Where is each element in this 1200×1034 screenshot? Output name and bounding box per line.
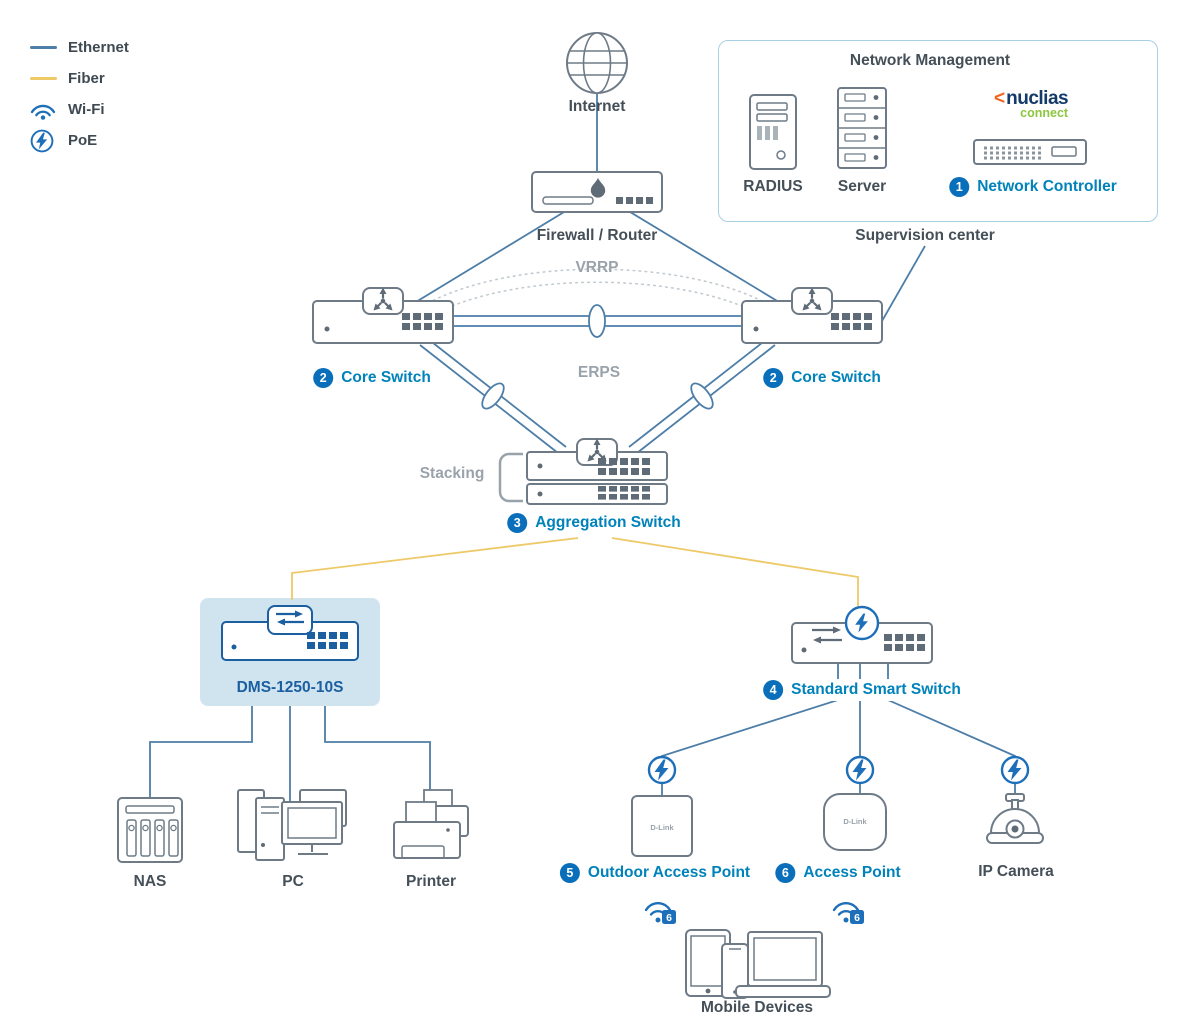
- printer-label: Printer: [406, 873, 456, 890]
- stacking-bracket: [498, 452, 523, 503]
- flame-icon: [590, 178, 606, 198]
- wifi-icon: [30, 100, 58, 120]
- ethernet-line-swatch: [30, 46, 58, 49]
- wifi6-badge-number: 6: [854, 912, 860, 924]
- duplex-arrows-icon: [276, 610, 304, 626]
- devices-layer: D-Link D-Link: [117, 32, 1087, 999]
- dms-1250-10s-label: DMS-1250-10S: [236, 679, 344, 696]
- pc-device: [237, 789, 347, 861]
- pc-label: PC: [282, 873, 304, 890]
- fiber-links: [291, 537, 859, 621]
- core-switch-left-label: 2 Core Switch: [308, 367, 436, 389]
- legend-label: PoE: [68, 132, 98, 149]
- core-switch-left-device: [312, 288, 454, 344]
- duplex-arrows-icon: [812, 626, 842, 644]
- mobile-devices: [685, 929, 831, 999]
- poe-icon: [647, 755, 677, 785]
- poe-icon: [30, 129, 58, 153]
- dlink-brand-text: D-Link: [650, 823, 674, 832]
- legend-label: Wi-Fi: [68, 101, 105, 118]
- access-point-label: 6 Access Point: [770, 862, 906, 884]
- nuclias-logo: < nuclias connect: [994, 88, 1069, 120]
- nuclias-chevron-icon: <: [994, 88, 1006, 109]
- step-badge-5: 5: [559, 863, 580, 883]
- stacking-label: Stacking: [419, 465, 485, 482]
- poe-icon: [845, 755, 875, 785]
- wifi6-badge-number: 6: [666, 912, 672, 924]
- supervision-center-label: Supervision center: [855, 227, 995, 244]
- legend-label: Ethernet: [68, 39, 129, 56]
- legend-item-wifi: Wi-Fi: [30, 98, 129, 121]
- legend-item-poe: PoE: [30, 129, 129, 152]
- erps-label: ERPS: [577, 364, 621, 381]
- firewall-router-device: [531, 171, 663, 213]
- server-device: [837, 87, 887, 169]
- outdoor-access-point-device: D-Link: [631, 795, 693, 857]
- legend-label: Fiber: [68, 70, 105, 87]
- step-badge-3: 3: [507, 513, 528, 533]
- server-label: Server: [837, 178, 887, 195]
- aggregation-switch-label: 3 Aggregation Switch: [502, 512, 686, 534]
- dms-1250-10s-device: [221, 605, 359, 661]
- ip-camera-label: IP Camera: [978, 863, 1054, 880]
- fiber-line-swatch: [30, 77, 58, 80]
- internet-label: Internet: [568, 98, 626, 115]
- network-controller-device: [973, 139, 1087, 165]
- lag-ellipses: [481, 304, 714, 410]
- ip-camera-device: [986, 793, 1044, 844]
- network-controller-label: 1 Network Controller: [944, 176, 1122, 198]
- core-switch-right-label: 2 Core Switch: [758, 367, 886, 389]
- radius-server-device: [749, 94, 797, 170]
- vrrp-label: VRRP: [575, 259, 619, 276]
- mobile-devices-label: Mobile Devices: [701, 999, 813, 1016]
- smart-switch-device: [791, 605, 933, 664]
- step-badge-2: 2: [313, 368, 334, 388]
- aggregation-switch-device: [498, 439, 668, 505]
- network-management-title: Network Management: [849, 52, 1011, 69]
- step-badge-4: 4: [763, 680, 784, 700]
- wifi6-badge-outdoor: 6: [644, 902, 676, 924]
- core-switch-right-device: [741, 288, 883, 344]
- smart-switch-label: 4 Standard Smart Switch: [758, 679, 966, 701]
- firewall-router-label: Firewall / Router: [536, 227, 658, 244]
- nas-label: NAS: [133, 873, 167, 890]
- access-point-device: D-Link: [823, 793, 887, 851]
- poe-icon: [1000, 755, 1030, 785]
- vrrp-links: [427, 268, 767, 314]
- legend-item-fiber: Fiber: [30, 67, 129, 90]
- step-badge-2: 2: [763, 368, 784, 388]
- dlink-brand-text: D-Link: [843, 817, 867, 826]
- nas-device: [117, 797, 183, 863]
- nuclias-connect-text: connect: [1020, 106, 1069, 120]
- poe-injectors: [647, 755, 1030, 785]
- step-badge-6: 6: [775, 863, 796, 883]
- step-badge-1: 1: [949, 177, 970, 197]
- legend-item-ethernet: Ethernet: [30, 36, 129, 59]
- printer-device: [393, 789, 469, 859]
- nuclias-brand-text: nuclias: [1006, 88, 1069, 109]
- wifi6-badge-indoor: 6: [832, 902, 864, 924]
- radius-label: RADIUS: [743, 178, 803, 195]
- legend: Ethernet Fiber Wi-Fi PoE: [30, 36, 129, 152]
- outdoor-access-point-label: 5 Outdoor Access Point: [554, 862, 756, 884]
- internet-globe-icon: [566, 32, 628, 94]
